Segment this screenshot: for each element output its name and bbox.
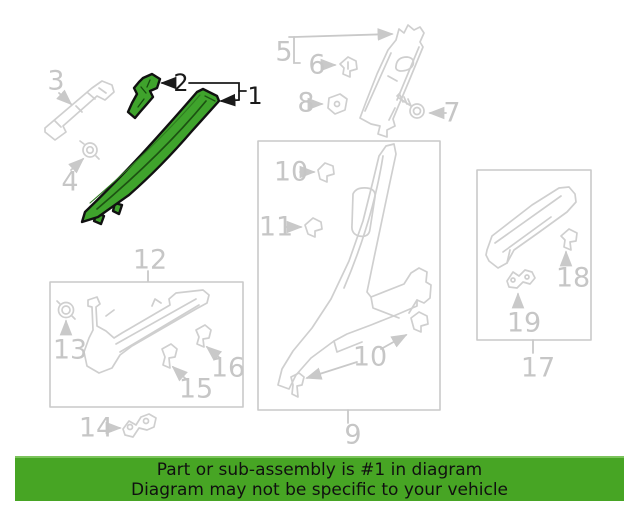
callout-10b-label: 10 <box>352 341 388 373</box>
part-7-screw <box>396 92 425 119</box>
part-11-clip <box>304 217 323 238</box>
part-10-clip-upper <box>317 162 335 183</box>
part-8-nut <box>327 93 348 115</box>
part-9-group-box <box>257 140 441 411</box>
part-10-clip-lower-left <box>290 372 305 398</box>
part-13-grommet <box>56 300 76 320</box>
callout-11-label: 11 <box>258 211 294 243</box>
callout-19-label: 19 <box>506 307 542 339</box>
notice-banner-line2: Diagram may not be specific to your vehi… <box>130 479 508 500</box>
callout-14-label: 14 <box>78 412 114 444</box>
callout-17-label: 17 <box>520 352 556 384</box>
callout-8-label: 8 <box>297 87 315 119</box>
callout-16-label: 16 <box>210 352 246 384</box>
part-14-bracket <box>122 413 157 438</box>
callout-3-label: 3 <box>47 65 65 97</box>
part-16-clip <box>195 324 212 348</box>
part-17-group-box <box>476 169 592 341</box>
callout-4-label: 4 <box>61 166 79 198</box>
part-19-bracket <box>506 269 536 289</box>
notice-banner: Part or sub-assembly is #1 in diagram Di… <box>15 456 624 501</box>
part-12-scuff-plate-front <box>83 289 210 374</box>
gray-callout-lines <box>56 28 573 435</box>
callout-1-label: 1 <box>247 82 263 110</box>
part-17-scuff-plate-rear <box>485 186 577 269</box>
part-6-clip <box>339 56 358 78</box>
callout-10a-label: 10 <box>273 156 309 188</box>
callout-12-label: 12 <box>132 244 168 276</box>
part-12-group-box <box>49 281 244 408</box>
notice-banner-line1: Part or sub-assembly is #1 in diagram <box>156 459 483 480</box>
part-15-clip <box>161 343 178 369</box>
part-4-grommet <box>79 140 100 160</box>
callout-15-label: 15 <box>178 373 214 405</box>
callout-18-label: 18 <box>555 262 591 294</box>
callout-13-label: 13 <box>52 334 88 366</box>
highlight-callout-lines <box>160 76 247 107</box>
part-5-pillar-upper-trim <box>359 24 425 138</box>
callout-2-label: 2 <box>173 69 189 97</box>
callout-7-label: 7 <box>443 97 461 129</box>
part-3-garnish <box>44 80 115 141</box>
callout-6-label: 6 <box>308 49 326 81</box>
part-2-clip-highlighted <box>126 72 162 120</box>
callout-5-label: 5 <box>275 36 293 68</box>
part-9-pillar-lower-trim <box>277 143 432 390</box>
callout-9-label: 9 <box>344 419 362 451</box>
part-18-clip <box>560 228 578 251</box>
part-1-a-pillar-trim-highlighted <box>80 87 221 226</box>
part-10-clip-lower-right <box>410 311 429 333</box>
